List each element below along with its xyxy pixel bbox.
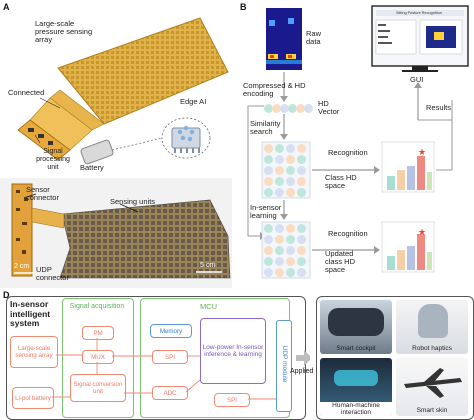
class-hd-circle: [286, 144, 295, 153]
class-hd-circle: [286, 268, 295, 277]
class-hd-circle: [275, 257, 284, 266]
recognition-label-2: Recognition: [328, 230, 368, 238]
class-hd-circle: [264, 246, 273, 255]
udp-connector-label: UDP connector: [36, 266, 74, 282]
class-hd-circle: [275, 166, 284, 175]
class-hd-circle: [264, 235, 273, 244]
svg-text:★: ★: [418, 228, 426, 238]
class-hd-space-label: Class HD space: [325, 174, 373, 190]
connected-label: Connected: [8, 89, 44, 97]
class-hd-circle: [286, 166, 295, 175]
class-hd-circle: [264, 177, 273, 186]
class-hd-circle: [297, 268, 306, 277]
recognition-label-1: Recognition: [328, 149, 368, 157]
gui-window-title: Sitting Posture Recognition: [396, 11, 442, 15]
class-hd-circle: [286, 235, 295, 244]
scale-bar-5cm: 5 cm: [200, 262, 215, 270]
class-hd-circle: [297, 177, 306, 186]
in-sensor-learning-label: In-sensor learning: [250, 204, 290, 220]
app-caption: Smart skin: [396, 407, 468, 414]
similarity-search-label: Similarity search: [250, 120, 284, 136]
class-hd-circle: [297, 257, 306, 266]
class-hd-circle: [286, 246, 295, 255]
class-hd-circle: [297, 188, 306, 197]
class-hd-circle: [275, 246, 284, 255]
class-hd-circle: [275, 235, 284, 244]
spu-label: Signal processing unit: [30, 148, 76, 172]
class-hd-circle: [297, 224, 306, 233]
raw-data-label: Raw data: [306, 30, 336, 46]
class-hd-circle: [286, 257, 295, 266]
class-hd-circle: [264, 166, 273, 175]
sensing-units-label: Sensing units: [110, 198, 155, 206]
class-hd-circle: [264, 144, 273, 153]
class-hd-circle: [286, 177, 295, 186]
hd-vector-label: HD Vector: [318, 100, 348, 116]
class-hd-circle: [264, 188, 273, 197]
array-label: Large-scale pressure sensing array: [35, 20, 105, 44]
system-connectors: [0, 290, 310, 420]
class-hd-circle: [275, 155, 284, 164]
class-hd-circle: [275, 188, 284, 197]
app-human-machine-interaction: Human-machine interaction: [320, 358, 392, 416]
class-hd-circle: [286, 224, 295, 233]
class-hd-circle: [297, 155, 306, 164]
app-caption: Smart cockpit: [320, 345, 392, 352]
hd-pipeline-graphics: ★ ★: [236, 0, 474, 288]
app-smart-skin: Smart skin: [396, 358, 468, 416]
class-hd-circle: [286, 155, 295, 164]
app-caption: Robot haptics: [396, 345, 468, 352]
updated-class-hd-label: Updated class HD space: [325, 250, 371, 274]
svg-text:★: ★: [418, 148, 426, 158]
class-hd-circle: [264, 268, 273, 277]
encoding-label: Compressed & HD encoding: [243, 82, 323, 98]
class-hd-circle: [286, 188, 295, 197]
class-hd-circle: [275, 268, 284, 277]
class-hd-circle: [275, 144, 284, 153]
class-hd-circle: [297, 166, 306, 175]
applied-label: Applied: [290, 368, 313, 376]
class-hd-circle: [297, 246, 306, 255]
app-robot-haptics: Robot haptics: [396, 300, 468, 354]
sensor-connector-label: Sensor connector: [26, 186, 66, 202]
scale-bar-2cm: 2 cm: [14, 263, 29, 271]
class-hd-circle: [297, 235, 306, 244]
class-hd-circle: [264, 224, 273, 233]
app-caption: Human-machine interaction: [320, 402, 392, 416]
class-hd-circle: [297, 144, 306, 153]
app-smart-cockpit: Smart cockpit: [320, 300, 392, 354]
battery-label: Battery: [80, 164, 104, 172]
class-hd-circle: [264, 257, 273, 266]
edge-ai-label: Edge AI: [180, 98, 206, 106]
results-label: Results: [426, 104, 451, 112]
hd-vector-circle: [304, 104, 313, 113]
class-hd-circle: [275, 224, 284, 233]
class-hd-circle: [264, 155, 273, 164]
gui-label: GUI: [410, 76, 423, 84]
class-hd-circle: [275, 177, 284, 186]
